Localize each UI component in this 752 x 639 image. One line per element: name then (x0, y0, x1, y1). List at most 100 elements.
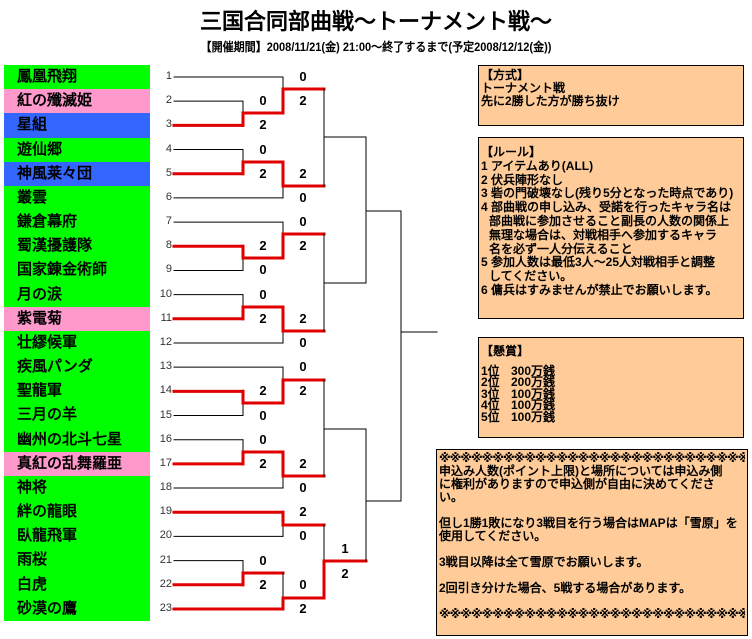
seed-number: 9 (165, 263, 172, 276)
event-period: 【開催期間】2008/11/21(金) 21:00～終了するまで(予定2008/… (200, 40, 552, 54)
seed-number: 22 (159, 577, 172, 590)
rule-line: 部曲戦に参加させること副長の人数の関係上 (489, 213, 730, 228)
seed-number: 6 (165, 190, 172, 203)
match-score: 2 (299, 93, 307, 109)
match-score: 2 (341, 566, 349, 581)
seed-number: 23 (159, 601, 172, 614)
team-row: 月の涙 (4, 282, 150, 307)
seed-number: 17 (159, 456, 172, 469)
prize-rank: 5位 (481, 409, 500, 424)
team-row: 壮繆候軍 (4, 330, 150, 356)
team-row: 疾風パンダ (4, 355, 150, 380)
team-row: 白虎 (4, 572, 150, 597)
team-row: 鳳凰飛翔 (4, 65, 150, 90)
match-score: 0 (259, 93, 267, 109)
match-score: 2 (299, 455, 307, 471)
rule-line: 1 アイテムあり(ALL) (481, 158, 594, 173)
match-score: 0 (259, 286, 267, 302)
note-line: 使用してください。 (439, 529, 547, 543)
seed-number: 1 (165, 70, 172, 82)
team-row: 紫電菊 (4, 306, 150, 331)
seed-number: 5 (165, 166, 172, 179)
match-score: 2 (299, 600, 307, 616)
prize-rank: 4位 (481, 398, 500, 412)
rules-heading: 【ルール】 (481, 145, 542, 159)
match-score: 0 (299, 334, 307, 350)
team-list: 鳳凰飛翔紅の殲滅姫星組遊仙郷神風莱々団叢雲鎌倉幕府蜀漢擾護隊国家錬金術師月の涙紫… (4, 65, 150, 621)
match-score: 0 (259, 431, 267, 447)
seed-number: 20 (159, 529, 172, 542)
team-row: 雨桜 (4, 548, 150, 573)
match-score: 2 (299, 504, 307, 520)
match-score: 0 (299, 189, 307, 205)
seed-number: 14 (159, 384, 172, 397)
match-score: 2 (259, 238, 267, 254)
page-title: 三国合同部曲戦～トーナメント戦～ (199, 9, 552, 34)
note-line: 但し1勝1敗になり3戦目を行う場合はMAPは「雪原」を (439, 516, 738, 530)
team-row: 神将 (4, 475, 150, 501)
format-heading: 【方式】 (481, 68, 530, 82)
match-score: 0 (299, 576, 307, 592)
team-row: 真紅の乱舞羅亜 (4, 451, 150, 476)
match-score: 2 (259, 576, 267, 592)
match-score: 0 (259, 407, 267, 423)
prize-amount: 100万銭 (511, 398, 556, 412)
rule-line: 無理な場合は、対戦相手へ参加するキャラ (489, 227, 718, 242)
match-score: 0 (259, 262, 267, 278)
note-line: に権利がありますので申込側が自由に決めてくださ (439, 477, 715, 491)
team-row: 三月の羊 (4, 403, 150, 428)
prize-amount: 100万銭 (511, 409, 556, 424)
team-row: 臥龍飛軍 (4, 524, 150, 549)
rule-line: 3 砦の門破壊なし(残り5分となった時点であり) (481, 186, 734, 201)
match-score: 2 (259, 117, 267, 133)
prize-row: 3位 100万銭 (481, 386, 741, 401)
match-score: 2 (259, 383, 267, 399)
seed-number: 16 (159, 432, 172, 445)
seed-number: 2 (165, 94, 172, 107)
prize-row: 1位 300万銭 (481, 363, 741, 378)
match-score: 2 (299, 238, 307, 254)
team-row: 叢雲 (4, 185, 150, 211)
seed-number: 11 (160, 311, 172, 324)
match-score: 2 (299, 310, 307, 326)
match-score: 0 (299, 528, 307, 544)
seed-number: 19 (159, 505, 172, 518)
seed-number: 3 (165, 118, 172, 131)
prize-rank: 1位 (481, 363, 500, 378)
prize-amount: 100万銭 (511, 386, 556, 401)
seed-number: 4 (165, 142, 172, 155)
seed-number: 15 (159, 408, 172, 421)
note-line: 2回引き分けた場合、5戦する場合があります。 (439, 581, 692, 595)
rule-line: 6 傭兵はすみませんが禁止でお願いします。 (481, 282, 718, 297)
match-score: 2 (259, 310, 267, 326)
team-row: 紅の殲滅姫 (4, 89, 150, 114)
match-score: 2 (299, 383, 307, 399)
match-score: 2 (299, 165, 307, 181)
team-row: 星組 (4, 113, 150, 138)
seed-number: 13 (159, 360, 172, 373)
prize-rank: 3位 (481, 386, 500, 401)
stars-divider: ※※※※※※※※※※※※※※※※※※※※※※※※※※※※※※※※ (439, 452, 745, 465)
match-score: 0 (299, 69, 307, 84)
team-row: 幽州の北斗七星 (4, 427, 150, 452)
match-score: 2 (259, 165, 267, 181)
stars-divider: ※※※※※※※※※※※※※※※※※※※※※※※※※※※※※※※※ (439, 608, 745, 621)
format-line: トーナメント戦 (481, 81, 566, 95)
prize-heading: 【懸賞】 (481, 344, 530, 358)
rule-line: 名を必ず一人分伝えること (489, 241, 633, 256)
rule-line: 4 部曲戦の申し込み、受諾を行ったキャラ名は (481, 200, 732, 215)
note-line: 3戦目以降は全て雪原でお願いします。 (439, 555, 649, 569)
rules-box: 【ルール】 1 アイテムあり(ALL) 2 伏兵陣形なし 3 砦の門破壊なし(残… (478, 137, 744, 319)
team-row: 遊仙郷 (4, 137, 150, 162)
match-score: 0 (299, 480, 307, 496)
team-row: 国家錬金術師 (4, 258, 150, 283)
prize-row: 4位 100万銭 (481, 398, 741, 412)
seed-number: 10 (159, 287, 172, 300)
team-row: 神風莱々団 (4, 161, 150, 186)
prize-amount: 300万銭 (511, 363, 556, 378)
team-row: 聖龍軍 (4, 379, 150, 404)
seed-number: 12 (159, 335, 172, 348)
